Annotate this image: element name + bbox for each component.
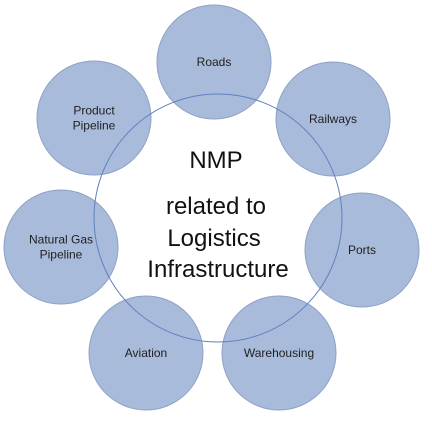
hub-line-3: Logistics — [167, 225, 260, 252]
node-railways: Railways — [275, 61, 391, 177]
node-label-natural-gas-pipeline: Pipeline — [40, 248, 83, 262]
hub-line-2: related to — [166, 193, 266, 220]
node-circle-aviation — [88, 295, 204, 411]
node-label-railways: Railways — [309, 112, 357, 126]
node-circle-warehousing — [221, 295, 337, 411]
central-hub-label: NMP related to Logistics Infrastructure — [147, 147, 288, 283]
node-warehousing: Warehousing — [221, 295, 337, 411]
node-label-ports: Ports — [348, 243, 376, 257]
node-ports: Ports — [304, 192, 420, 308]
node-circle-product-pipeline — [36, 60, 152, 176]
hub-line-4: Infrastructure — [147, 256, 288, 283]
node-label-natural-gas-pipeline: Natural Gas — [29, 233, 93, 247]
node-circle-natural-gas-pipeline — [3, 189, 119, 305]
node-label-product-pipeline: Pipeline — [73, 119, 116, 133]
node-circle-ports — [304, 192, 420, 308]
node-aviation: Aviation — [88, 295, 204, 411]
node-label-warehousing: Warehousing — [244, 346, 314, 360]
node-label-product-pipeline: Product — [73, 104, 115, 118]
node-label-aviation: Aviation — [125, 346, 167, 360]
node-roads: Roads — [156, 4, 272, 120]
central-hub-circle — [93, 93, 343, 343]
node-label-roads: Roads — [197, 55, 232, 69]
hub-line-1: NMP — [189, 147, 242, 174]
node-circle-roads — [156, 4, 272, 120]
node-circle-railways — [275, 61, 391, 177]
